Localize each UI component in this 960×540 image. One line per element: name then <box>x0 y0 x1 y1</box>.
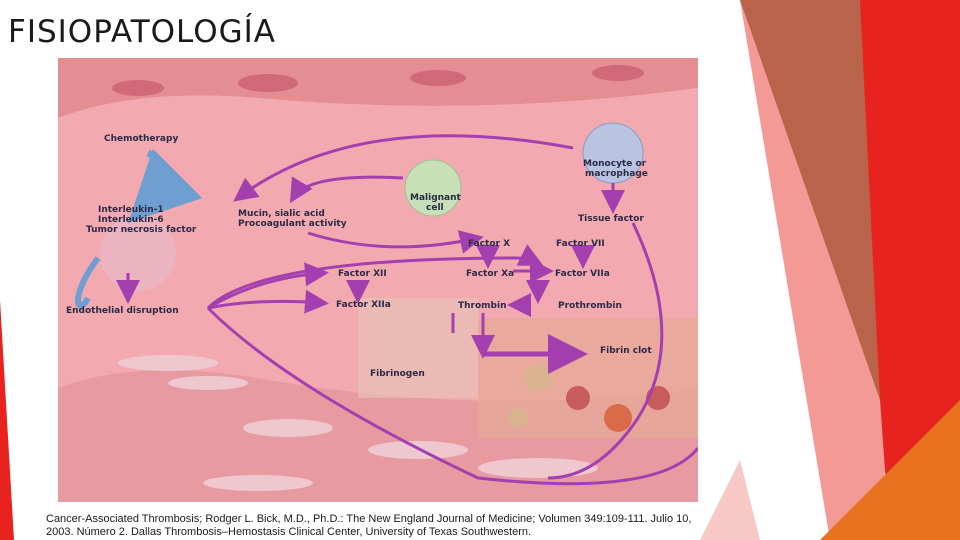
label-prothrombin: Prothrombin <box>558 301 622 311</box>
label-fibrinogen: Fibrinogen <box>370 369 425 379</box>
label-mucin-1: Mucin, sialic acid <box>238 209 325 219</box>
label-thrombin: Thrombin <box>458 301 506 311</box>
label-factor-viia: Factor VIIa <box>555 269 610 279</box>
endothelial-cell <box>592 65 644 81</box>
endothelial-cell <box>238 74 298 92</box>
endothelial-cell <box>243 419 333 437</box>
clot-cell <box>524 364 552 392</box>
label-malignant-1: Malignant <box>410 193 462 203</box>
label-factor-xiia: Factor XIIa <box>336 300 391 310</box>
label-chemotherapy: Chemotherapy <box>104 134 178 144</box>
label-monocyte-2: macrophage <box>585 169 648 179</box>
label-factor-x: Factor X <box>468 239 510 249</box>
label-malignant-2: cell <box>426 203 444 213</box>
deco-shape-left-red <box>0 300 14 540</box>
label-interleukin-6: Interleukin-6 <box>98 215 164 225</box>
label-factor-xii: Factor XII <box>338 269 387 279</box>
label-interleukin-1: Interleukin-1 <box>98 205 164 215</box>
endothelial-cell <box>112 80 164 96</box>
clot-cell <box>508 408 528 428</box>
label-fibrin-clot: Fibrin clot <box>600 346 652 356</box>
slide-title: FISIOPATOLOGÍA <box>8 14 276 50</box>
label-tnf: Tumor necrosis factor <box>86 225 197 235</box>
deco-shape-small <box>700 460 760 540</box>
platelet-mesh <box>358 298 478 398</box>
clot-cell <box>566 386 590 410</box>
endothelial-cell <box>118 355 218 371</box>
endothelial-cell <box>478 458 598 478</box>
label-mucin-2: Procoagulant activity <box>238 219 347 229</box>
clot-cell <box>604 404 632 432</box>
label-endothelial: Endothelial disruption <box>66 306 179 316</box>
label-monocyte-1: Monocyte or <box>583 159 647 169</box>
thrombosis-diagram: Chemotherapy Monocyte or macrophage Mali… <box>58 58 698 502</box>
label-factor-vii: Factor VII <box>556 239 605 249</box>
endothelial-cell <box>168 376 248 390</box>
label-tissue-factor: Tissue factor <box>578 214 644 224</box>
label-factor-xa: Factor Xa <box>466 269 514 279</box>
citation-caption: Cancer-Associated Thrombosis; Rodger L. … <box>46 513 706 539</box>
endothelial-cell <box>203 475 313 491</box>
endothelial-cell <box>410 70 466 86</box>
